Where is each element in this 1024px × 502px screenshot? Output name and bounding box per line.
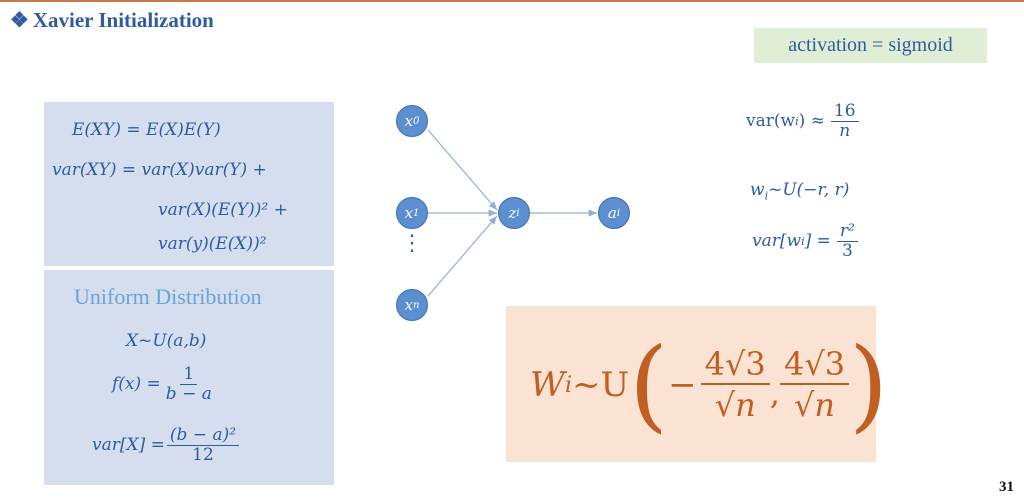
node-x0-label: x bbox=[404, 112, 414, 130]
node-xn-sub: n bbox=[413, 299, 420, 311]
weight-var-sub: i bbox=[801, 234, 805, 248]
uniform-variance-lhs: var[X] = bbox=[92, 435, 165, 456]
result-upper-denominator: √n bbox=[794, 386, 835, 425]
variance-product-term2: var(X)(E(Y))² + bbox=[158, 200, 288, 220]
weight-dist-w: w bbox=[750, 180, 765, 200]
top-rule bbox=[0, 0, 1024, 2]
node-x0-sub: 0 bbox=[413, 115, 420, 127]
edge-x0-z bbox=[427, 129, 498, 211]
title-text: Xavier Initialization bbox=[32, 8, 214, 32]
weight-dist-rest: ~U(−r, r) bbox=[768, 180, 850, 200]
pdf-lhs: f(x) = bbox=[112, 374, 161, 395]
result-upper-numerator: 4√3 bbox=[779, 345, 850, 386]
uniform-variance-eq: var[X] = (b − a)² 12 bbox=[92, 426, 241, 464]
node-x1-label: x bbox=[404, 204, 414, 222]
result-minus: − bbox=[668, 365, 697, 405]
weight-var-numerator: r² bbox=[836, 222, 858, 242]
result-left-paren: ( bbox=[629, 326, 669, 443]
result-right-paren: ) bbox=[849, 326, 889, 443]
result-dist: ~U bbox=[572, 365, 630, 405]
result-lower-fraction: 4√3 √n bbox=[700, 345, 770, 425]
weight-var-denominator: 3 bbox=[841, 240, 853, 261]
activation-box: activation = sigmoid bbox=[754, 28, 987, 63]
pdf-eq: f(x) = 1 b − a bbox=[112, 365, 217, 403]
result-w-sub: i bbox=[564, 372, 572, 398]
variance-product-eq: var(XY) = var(X)var(Y) + bbox=[52, 160, 267, 180]
weight-var-lhs: var[w bbox=[752, 231, 802, 252]
ellipsis-dots: ⋮ bbox=[401, 231, 423, 256]
weight-variance-fraction: 16 n bbox=[830, 102, 859, 141]
weight-var-mid: ] = bbox=[804, 231, 831, 252]
uniform-dist-eq: X~U(a,b) bbox=[126, 331, 207, 351]
uniform-variance-denominator: 12 bbox=[192, 444, 214, 465]
pdf-fraction: 1 b − a bbox=[163, 365, 215, 403]
weight-dist-eq: wi~U(−r, r) bbox=[750, 180, 849, 202]
result-lower-numerator: 4√3 bbox=[700, 345, 770, 386]
uniform-heading: Uniform Distribution bbox=[74, 284, 262, 309]
pdf-numerator: 1 bbox=[180, 365, 198, 385]
weight-variance-mid: ) ≈ bbox=[798, 111, 825, 132]
result-comma: , bbox=[769, 374, 780, 412]
uniform-panel bbox=[44, 270, 334, 485]
page-title: ❖Xavier Initialization bbox=[10, 8, 214, 33]
node-x1-sub: 1 bbox=[413, 207, 420, 219]
result-w: W bbox=[530, 365, 565, 405]
page-number: 31 bbox=[999, 479, 1014, 495]
edge-xn-z bbox=[427, 215, 498, 297]
activation-label: activation = sigmoid bbox=[788, 34, 953, 56]
weight-variance-lhs: var(w bbox=[746, 111, 796, 132]
weight-variance-numerator: 16 bbox=[830, 102, 859, 122]
weight-variance-sub: i bbox=[795, 114, 799, 128]
result-lower-denominator: √n bbox=[714, 386, 756, 425]
expectation-product-eq: E(XY) = E(X)E(Y) bbox=[72, 120, 221, 140]
node-z-label: z bbox=[508, 204, 517, 222]
pdf-denominator: b − a bbox=[165, 383, 212, 404]
weight-variance-denominator: n bbox=[839, 120, 851, 141]
diamond-bullet-icon: ❖ bbox=[10, 8, 29, 32]
result-upper-fraction: 4√3 √n bbox=[779, 345, 850, 425]
properties-panel bbox=[44, 102, 334, 266]
node-xn-label: x bbox=[404, 296, 413, 314]
node-a-label: a bbox=[607, 204, 617, 222]
node-a-sub: i bbox=[616, 207, 621, 219]
variance-product-term3: var(y)(E(X))² bbox=[158, 234, 267, 254]
uniform-variance-numerator: (b − a)² bbox=[166, 426, 240, 446]
uniform-variance-fraction: (b − a)² 12 bbox=[166, 426, 240, 465]
weight-var-fraction: r² 3 bbox=[836, 222, 858, 261]
weight-dist-sub: i bbox=[764, 189, 769, 203]
node-z-sub: i bbox=[516, 207, 520, 219]
